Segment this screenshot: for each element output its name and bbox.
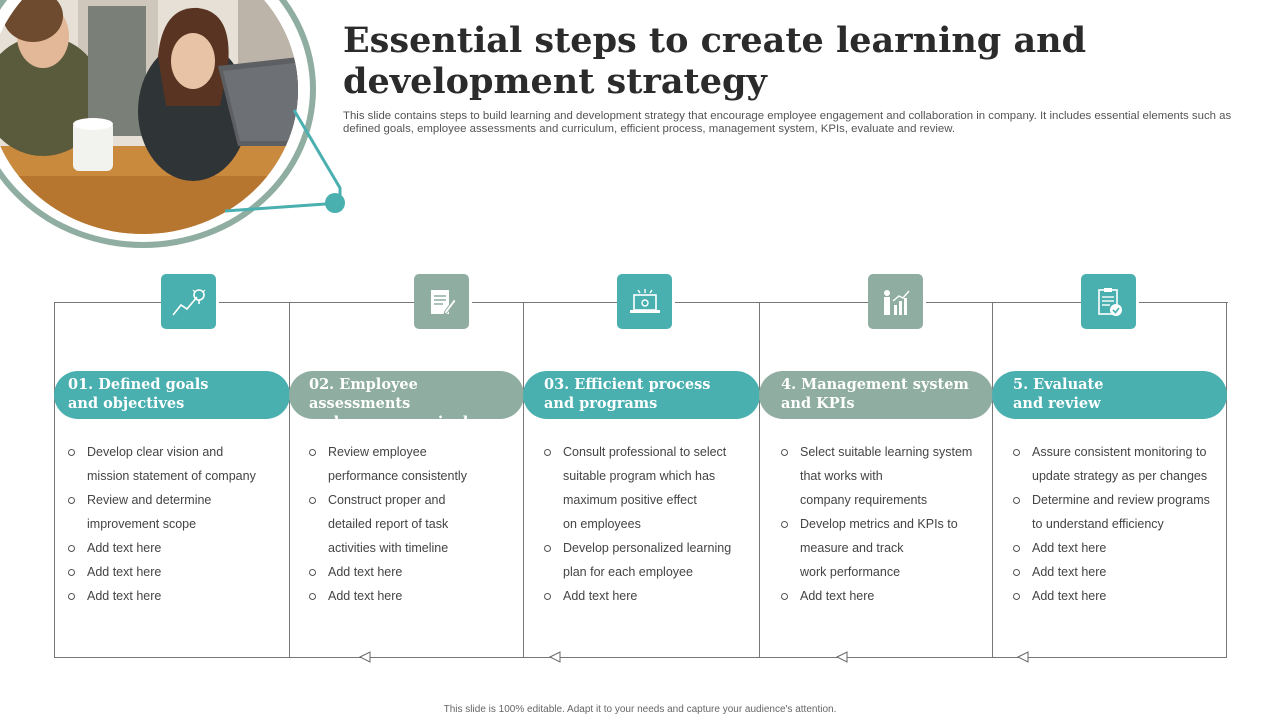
list-item: Add text here	[308, 584, 508, 608]
left-arrow-icon	[836, 651, 848, 663]
list-item: Review and determine improvement scope	[67, 488, 267, 536]
list-item: Consult professional to select suitable …	[543, 440, 743, 536]
list-item: Determine and review programs to underst…	[1012, 488, 1220, 536]
list-item: Add text here	[543, 584, 743, 608]
step-4-bullets: Select suitable learning system that wor…	[780, 440, 986, 608]
list-item: Add text here	[67, 560, 267, 584]
list-item: Add text here	[1012, 584, 1220, 608]
clipboard-check-icon	[1081, 274, 1136, 329]
page-subtitle: This slide contains steps to build learn…	[343, 110, 1248, 136]
step-3-heading: 03. Efficient process and programs	[523, 371, 760, 419]
laptop-click-icon	[617, 274, 672, 329]
list-item: Add text here	[308, 560, 508, 584]
step-1-heading: 01. Defined goals and objectives	[54, 371, 290, 419]
step-4-heading: 4. Management system and KPIs	[759, 371, 993, 419]
left-arrow-icon	[1017, 651, 1029, 663]
list-item: Add text here	[1012, 560, 1220, 584]
step-2-heading: 02. Employee assessments and course curr…	[289, 371, 524, 419]
list-item: Select suitable learning system that wor…	[780, 440, 986, 512]
list-item: Develop clear vision and mission stateme…	[67, 440, 267, 488]
list-item: Construct proper and detailed report of …	[308, 488, 508, 560]
step-1-bullets: Develop clear vision and mission stateme…	[67, 440, 267, 608]
step-2-bullets: Review employee performance consistently…	[308, 440, 508, 608]
footer-note: This slide is 100% editable. Adapt it to…	[0, 704, 1280, 715]
page-title: Essential steps to create learning and d…	[343, 20, 1203, 102]
person-chart-icon	[868, 274, 923, 329]
list-item: Assure consistent monitoring to update s…	[1012, 440, 1220, 488]
list-item: Add text here	[780, 584, 986, 608]
step-5-bullets: Assure consistent monitoring to update s…	[1012, 440, 1220, 608]
left-arrow-icon	[549, 651, 561, 663]
list-item: Add text here	[1012, 536, 1220, 560]
left-arrow-icon	[359, 651, 371, 663]
step-5-heading: 5. Evaluate and review	[992, 371, 1227, 419]
step-3-bullets: Consult professional to select suitable …	[543, 440, 743, 608]
list-item: Develop metrics and KPIs to measure and …	[780, 512, 986, 584]
connector-line	[0, 0, 360, 240]
list-item: Review employee performance consistently	[308, 440, 508, 488]
list-item: Develop personalized learning plan for e…	[543, 536, 743, 584]
list-item: Add text here	[67, 584, 267, 608]
document-edit-icon	[414, 274, 469, 329]
lightbulb-growth-icon	[161, 274, 216, 329]
list-item: Add text here	[67, 536, 267, 560]
